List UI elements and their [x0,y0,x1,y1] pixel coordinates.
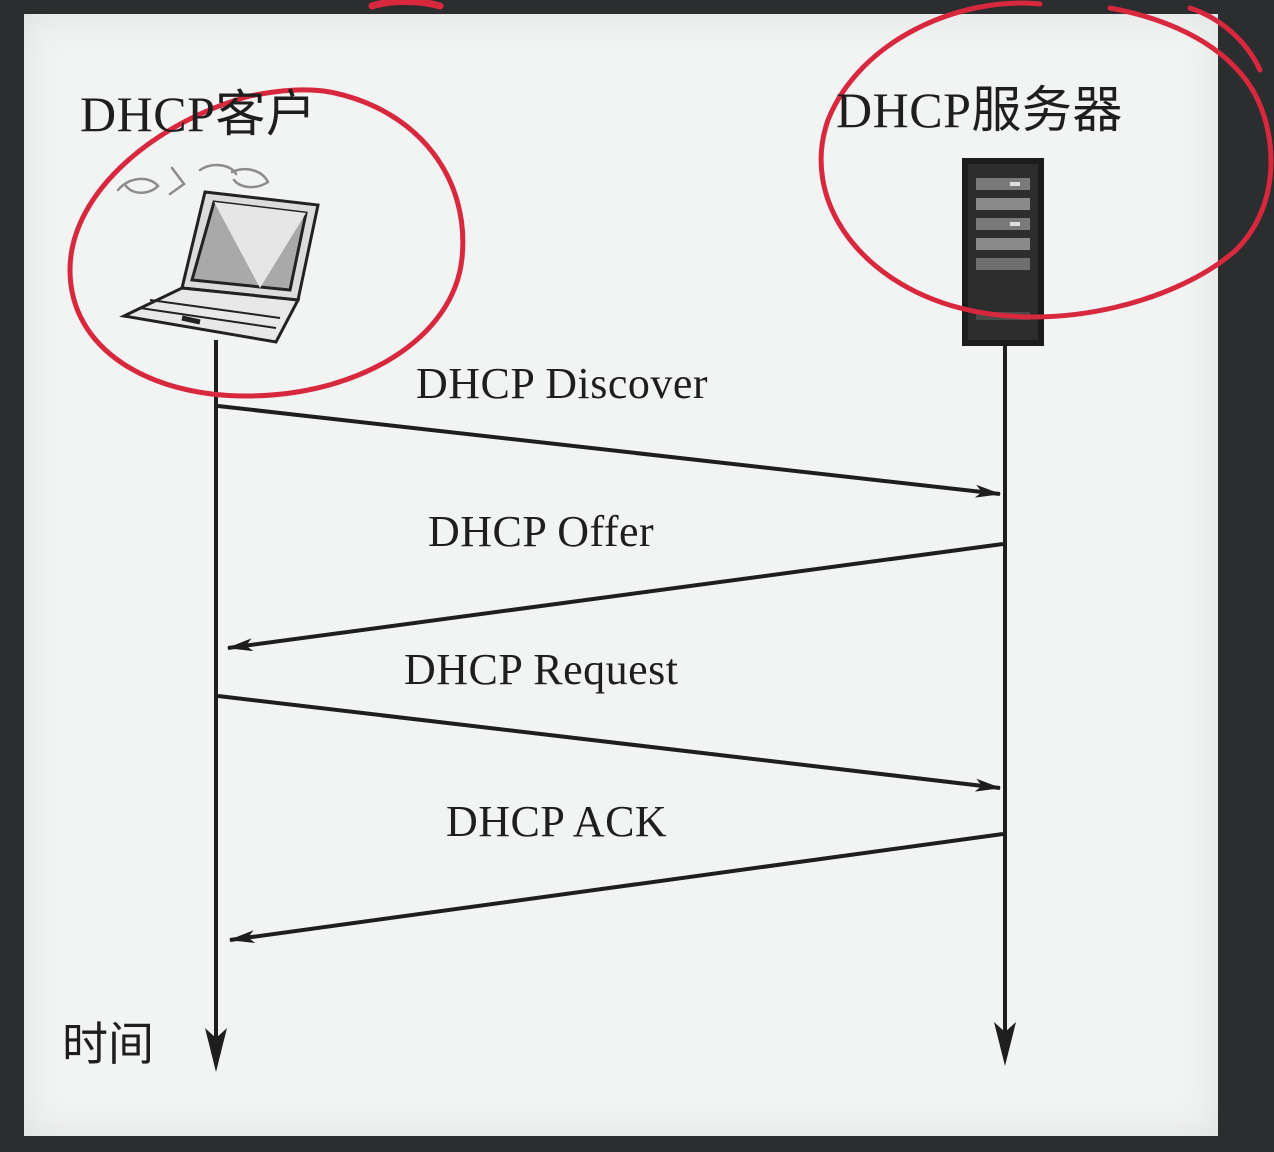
top-annotation-stroke [368,0,444,10]
message-label-offer: DHCP Offer [428,507,655,556]
message-arrow-request [217,694,1002,792]
laptop-icon [119,190,320,344]
client-label: DHCP客户 [80,86,317,142]
client-time-arrowhead [205,1028,227,1072]
message-arrow-discover [217,404,1002,498]
server-label: DHCP服务器 [836,82,1123,138]
server-time-arrowhead [994,1022,1016,1066]
pencil-scribble [116,163,270,196]
message-arrow-ack [228,832,1004,944]
red-annotation-marks [67,0,1274,399]
message-arrow-offer [226,542,1004,652]
client-annotation-circle [67,87,466,399]
time-axis-label: 时间 [62,1019,154,1070]
server-annotation-tail [1187,5,1263,73]
message-label-ack: DHCP ACK [446,797,668,846]
server-annotation-circle [818,0,1274,320]
message-label-request: DHCP Request [404,645,679,694]
message-label-discover: DHCP Discover [416,359,709,408]
